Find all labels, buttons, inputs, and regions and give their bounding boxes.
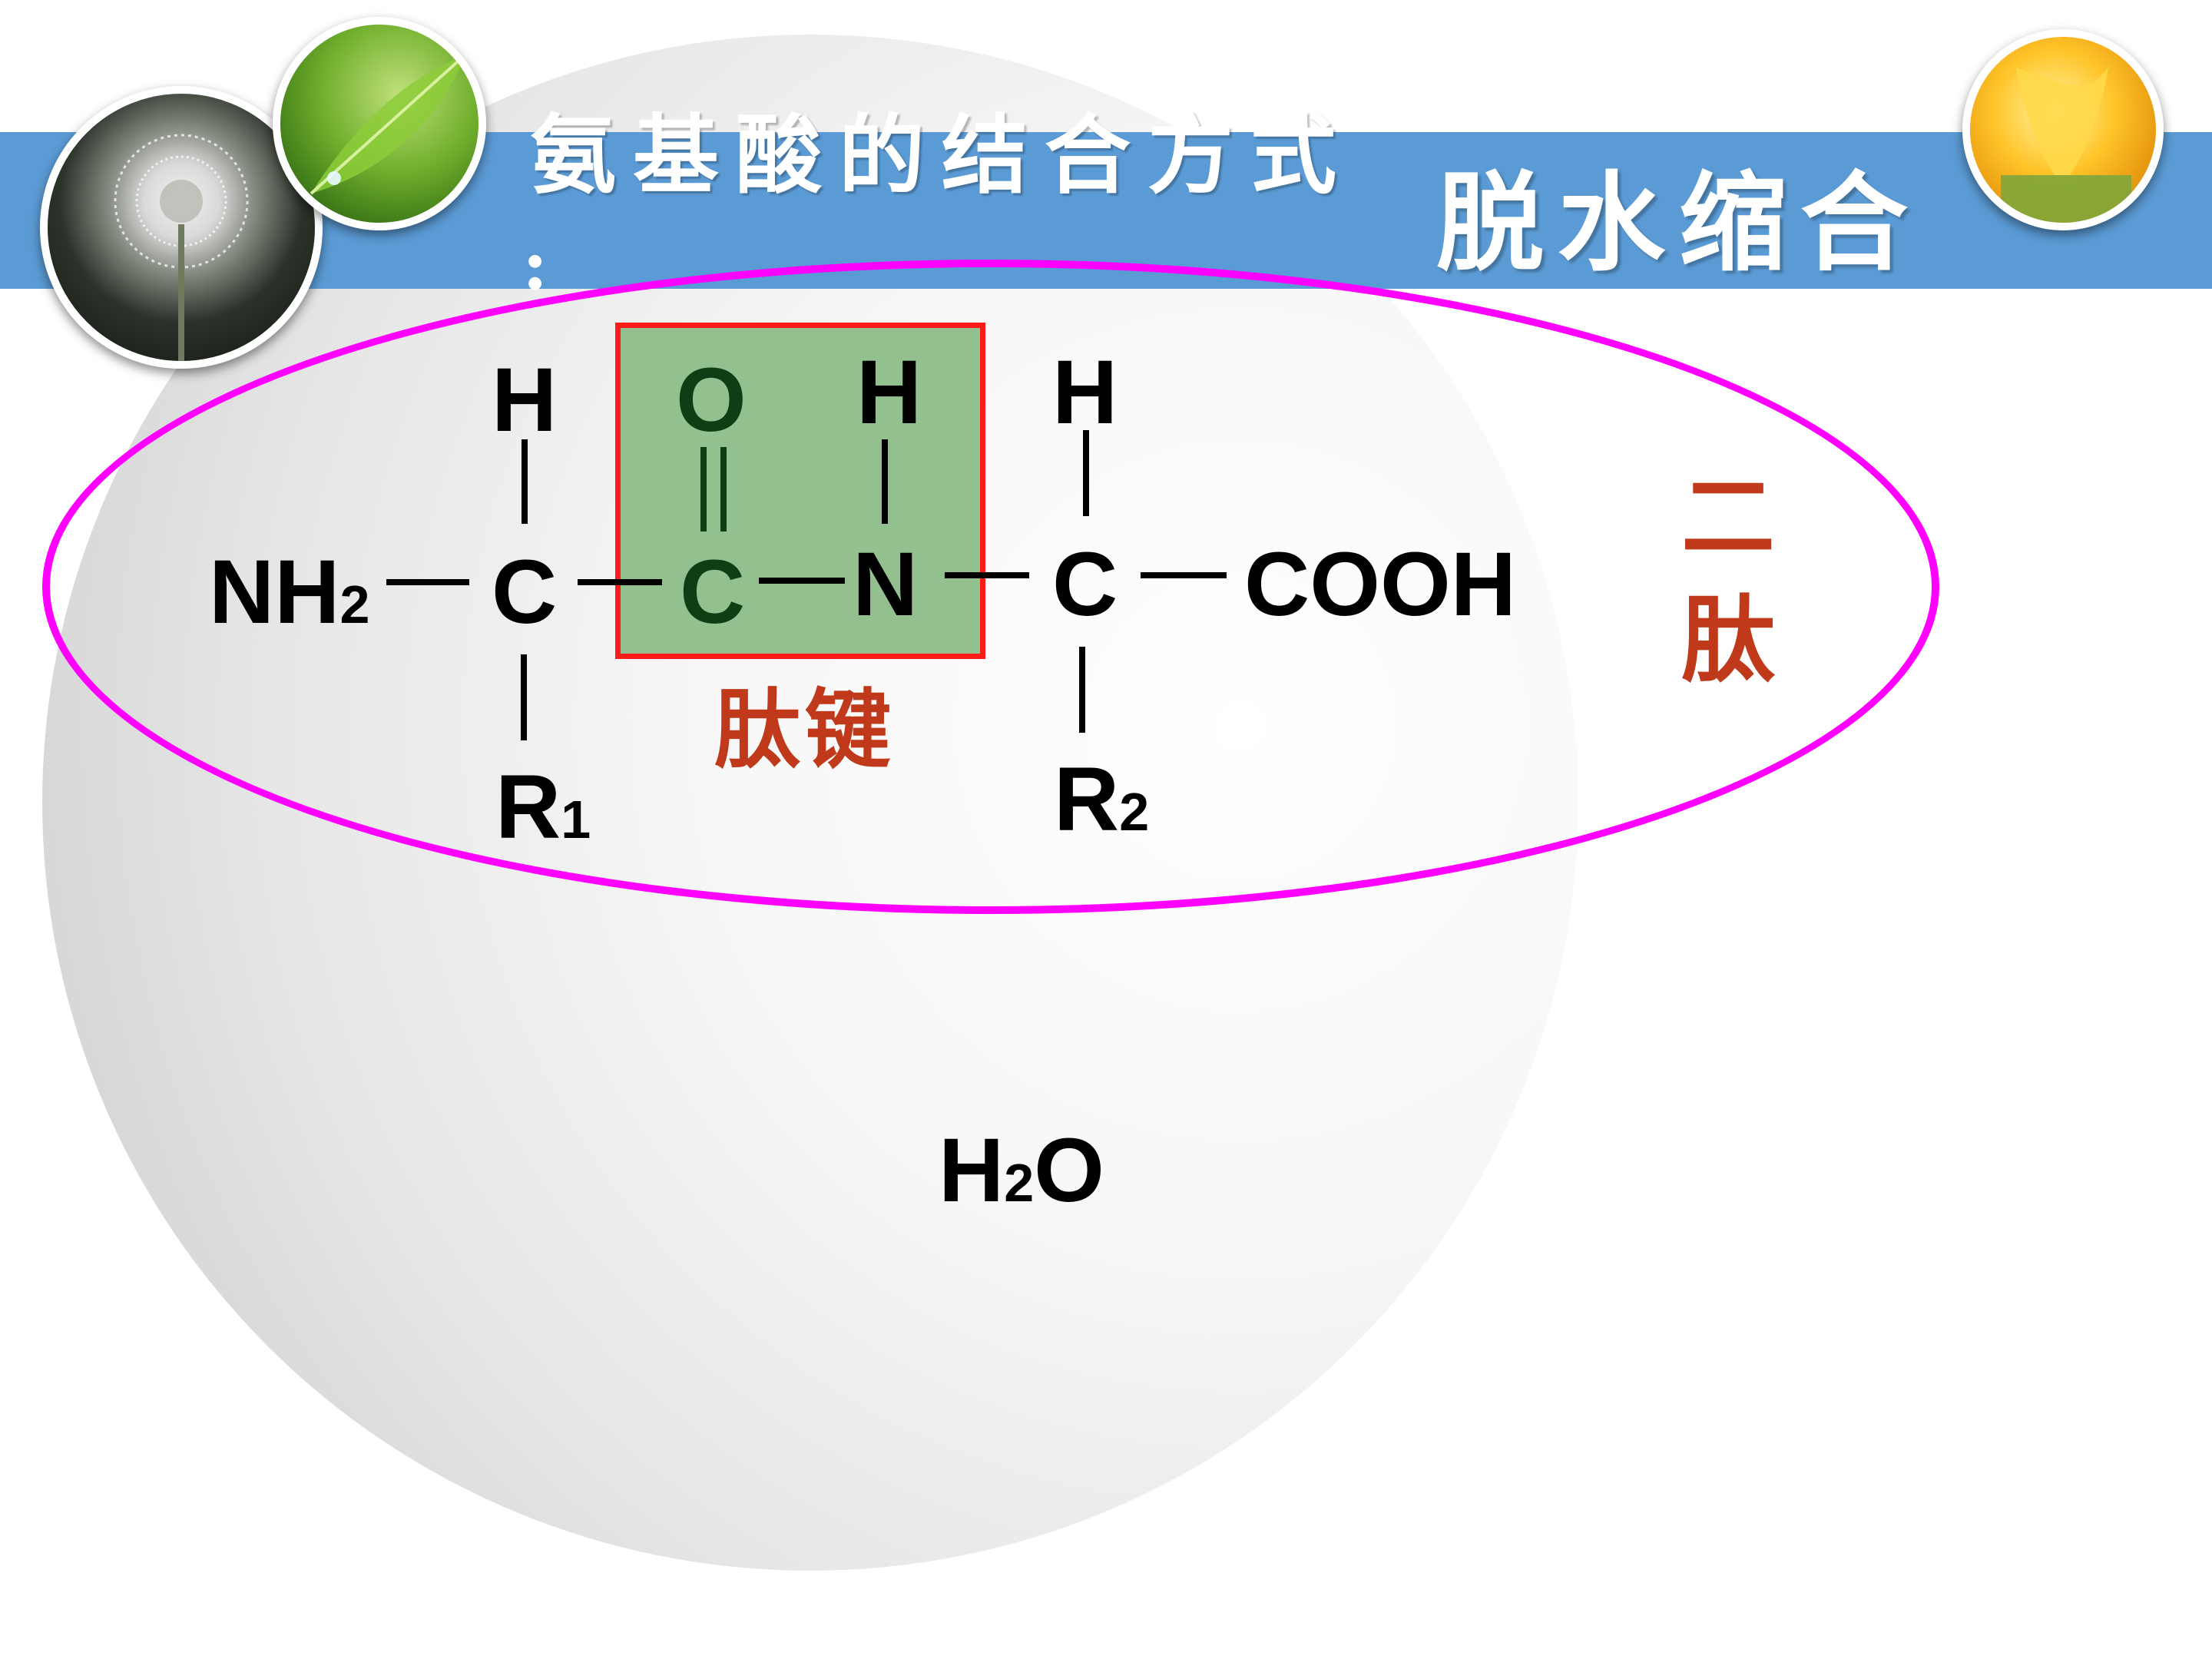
bond-h-c3 [1083, 430, 1089, 516]
peptide-bond-highlight [615, 323, 985, 659]
alpha-carbon-2: C [1052, 534, 1118, 635]
hydrogen-atom-2: H [1052, 342, 1118, 443]
dipeptide-ellipse [42, 260, 1939, 914]
bond-n-c1 [386, 579, 469, 585]
side-chain-r1: R1 [495, 757, 591, 858]
bond-c3-cooh [1141, 572, 1227, 578]
double-bond-line-2 [720, 447, 727, 531]
dipeptide-char-2: 肽 [1681, 584, 1775, 695]
water-molecule: H2O [939, 1120, 1104, 1221]
bond-c3-r2 [1079, 647, 1085, 733]
leaf-photo-icon [273, 17, 486, 230]
side-chain-r2: R2 [1054, 749, 1150, 850]
carboxyl-group: COOH [1244, 534, 1516, 635]
alpha-carbon-1: C [492, 541, 558, 643]
slide-title: 氨基酸的结合方式 [530, 105, 1353, 206]
dandelion-photo-icon [40, 86, 323, 369]
amide-nitrogen: N [853, 534, 919, 635]
slide-title-colon: : [522, 224, 548, 306]
bond-n-c3 [945, 572, 1029, 578]
hydrogen-atom-1: H [492, 349, 558, 451]
oxygen-atom: O [676, 349, 747, 451]
double-bond-line-1 [700, 447, 707, 531]
amide-hydrogen: H [856, 342, 922, 443]
bond-c1-c2 [578, 579, 662, 585]
bond-h-c1 [522, 439, 528, 524]
dipeptide-label: 二 肽 [1674, 470, 1782, 716]
bond-c1-r1 [521, 654, 527, 740]
bond-c-n [759, 578, 845, 584]
peptide-bond-label: 肽键 [714, 680, 896, 780]
dipeptide-char-1: 二 [1681, 462, 1775, 572]
carbonyl-carbon: C [680, 541, 746, 643]
bond-h-n [882, 439, 888, 524]
tulip-photo-icon [1962, 29, 2164, 230]
amino-group: NH2 [209, 541, 370, 643]
slide-subtitle: 脱水缩合 [1436, 161, 1922, 286]
